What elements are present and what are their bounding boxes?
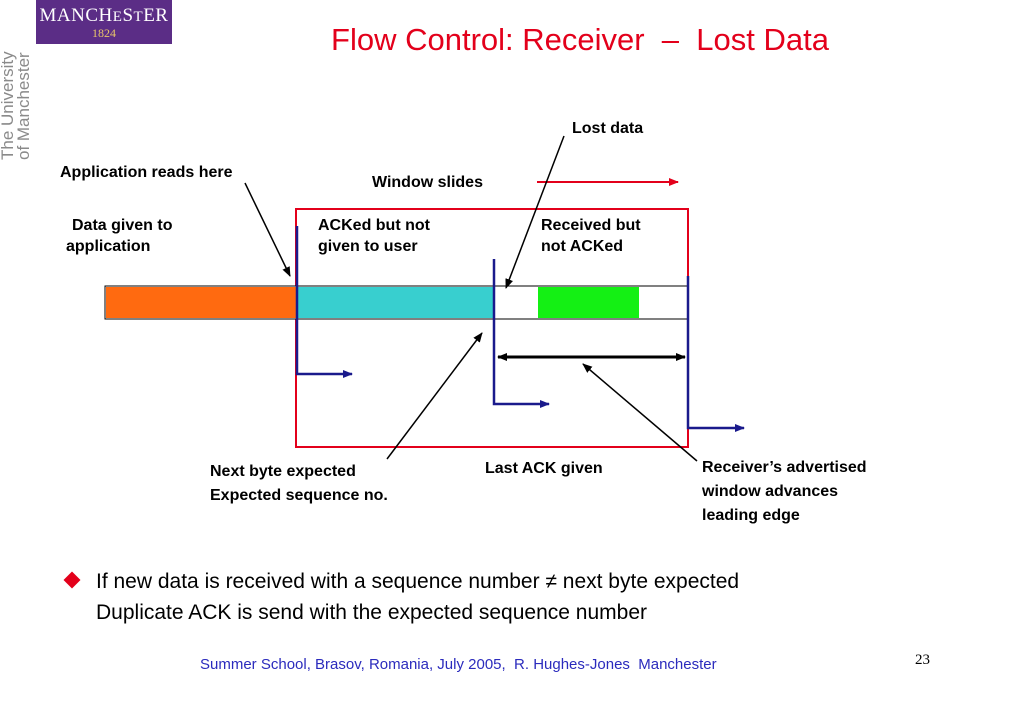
leader-next-byte xyxy=(386,332,483,460)
bullet-text: If new data is received with a sequence … xyxy=(96,570,740,624)
footer-text: Summer School, Brasov, Romania, July 200… xyxy=(200,656,717,673)
page-number: 23 xyxy=(915,652,930,668)
leader-application-reads xyxy=(244,182,291,277)
label-next-byte-expected: Next byte expected Expected sequence no. xyxy=(210,463,388,504)
pointer-application-read xyxy=(295,226,353,378)
label-acked-not-given: ACKed but not given to user xyxy=(318,217,430,255)
label-application-reads: Application reads here xyxy=(60,164,233,181)
segment-acked-not-given xyxy=(296,287,494,318)
logo-year: 1824 xyxy=(92,26,116,40)
segment-given-to-application xyxy=(106,287,296,318)
label-last-ack-given: Last ACK given xyxy=(485,460,603,477)
leader-advertised-window xyxy=(582,363,698,462)
logo-wordmark: MANCHESTER xyxy=(39,5,169,26)
leader-lost-data xyxy=(505,135,565,289)
manchester-logo: MANCHESTER 1824 xyxy=(36,0,172,44)
label-data-given: Data given to application xyxy=(66,217,173,255)
slide-title: Flow Control: Receiver – Lost Data xyxy=(331,22,829,57)
label-received-not-acked: Received but not ACKed xyxy=(541,217,641,255)
label-advertised-window: Receiver’s advertised window advances le… xyxy=(702,459,867,524)
pointer-window-edge xyxy=(686,276,745,432)
segment-received-not-acked xyxy=(538,287,639,318)
pointer-last-ack xyxy=(492,259,550,408)
label-window-slides: Window slides xyxy=(372,174,483,191)
label-lost-data: Lost data xyxy=(572,120,644,137)
